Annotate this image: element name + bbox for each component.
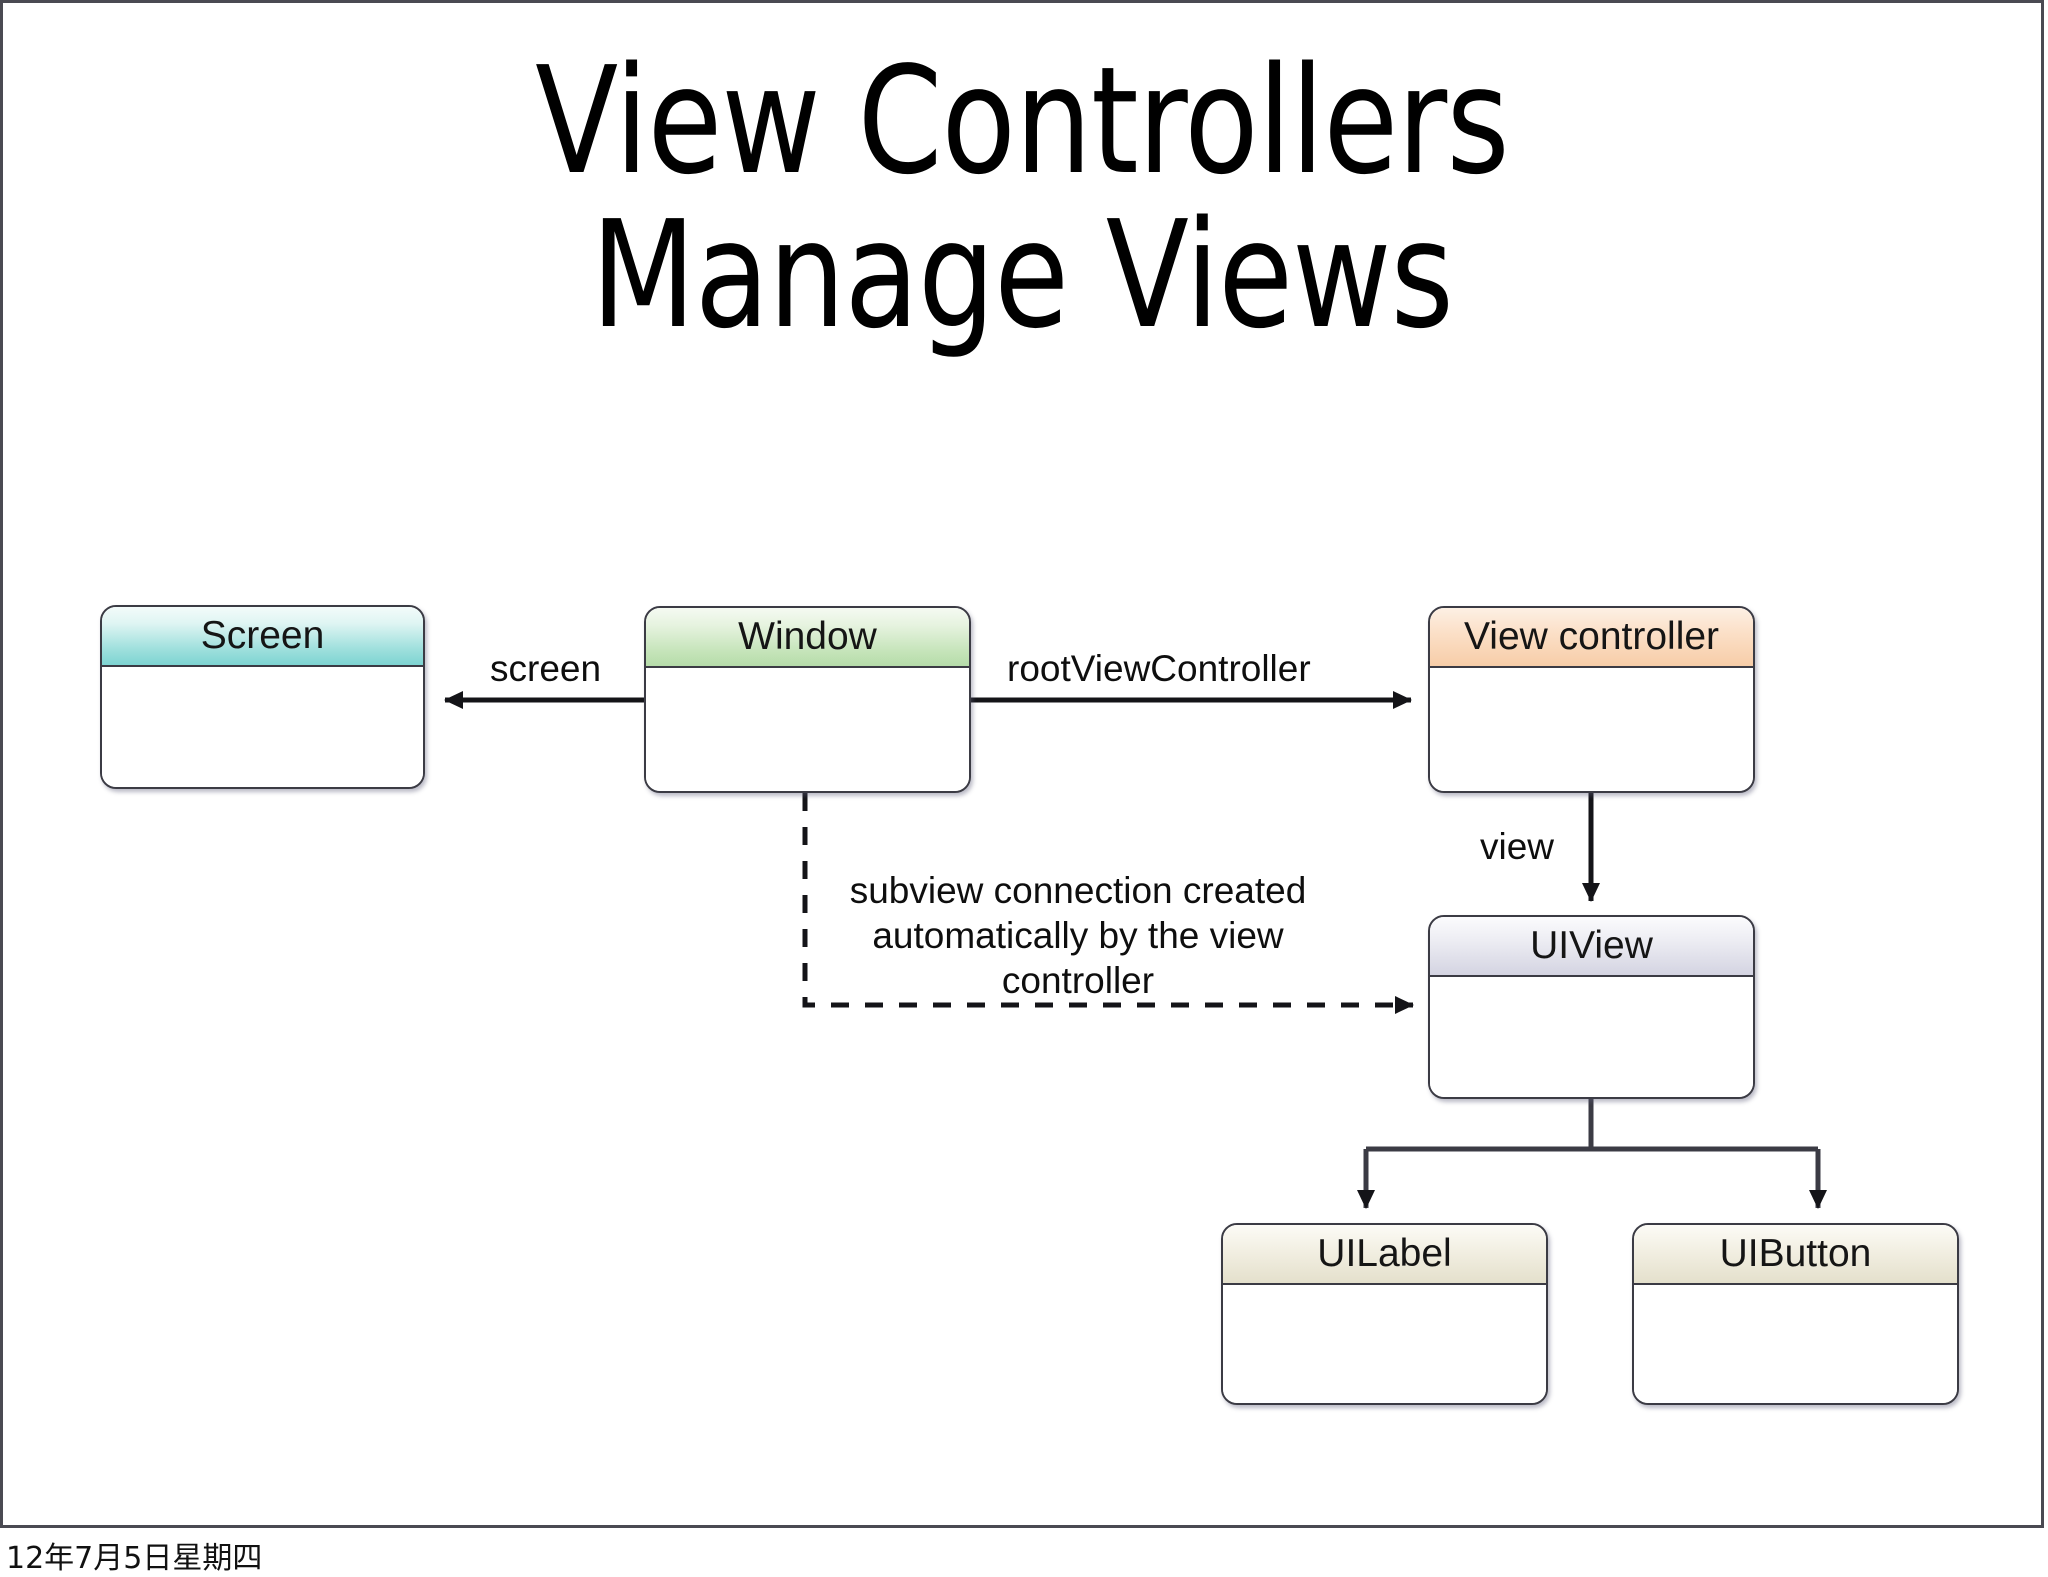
uml-node-uibutton-title: UIButton (1634, 1225, 1957, 1285)
uml-node-uiview-body (1430, 977, 1753, 1097)
uml-node-uiview[interactable]: UIView (1428, 915, 1755, 1099)
diagram-connectors (444, 691, 1827, 1209)
uml-node-window-body (646, 668, 969, 791)
uml-node-screen-title: Screen (102, 607, 423, 667)
uml-node-uilabel-title: UILabel (1223, 1225, 1546, 1285)
edge-uiview-to-children (1357, 1099, 1827, 1209)
uml-node-window[interactable]: Window (644, 606, 971, 793)
note-line-3: controller (1001, 960, 1155, 1002)
page-title: View Controllers Manage Views (186, 35, 1857, 361)
uml-node-uibutton-body (1634, 1285, 1957, 1403)
uml-node-uiview-title: UIView (1430, 917, 1753, 977)
uml-node-uilabel-body (1223, 1285, 1546, 1403)
slide-canvas: View Controllers Manage Views (0, 0, 2044, 1528)
footer-date: 12年7月5日星期四 (6, 1541, 263, 1576)
note-line-2: automatically by the view (872, 915, 1284, 957)
page-title-line-2: Manage Views (590, 188, 1454, 361)
uml-node-uibutton[interactable]: UIButton (1632, 1223, 1959, 1405)
note-line-1: subview connection created (849, 870, 1307, 911)
page-title-line-1: View Controllers (535, 35, 1509, 207)
note-subview-connection: subview connection created automatically… (823, 868, 1333, 1003)
edge-label-view: view (1480, 826, 1555, 867)
uml-node-window-title: Window (646, 608, 969, 668)
uml-node-view-controller-body (1430, 668, 1753, 791)
edge-window-to-uiview-dashed (802, 793, 1414, 1014)
uml-diagram: Screen Window View controller UIView UIL… (3, 3, 2047, 1531)
uml-node-screen[interactable]: Screen (100, 605, 425, 789)
edge-label-root-view-controller: rootViewController (1007, 648, 1311, 689)
uml-node-view-controller-title: View controller (1430, 608, 1753, 668)
edge-label-screen: screen (490, 648, 602, 689)
uml-node-view-controller[interactable]: View controller (1428, 606, 1755, 793)
uml-node-uilabel[interactable]: UILabel (1221, 1223, 1548, 1405)
uml-node-screen-body (102, 667, 423, 787)
